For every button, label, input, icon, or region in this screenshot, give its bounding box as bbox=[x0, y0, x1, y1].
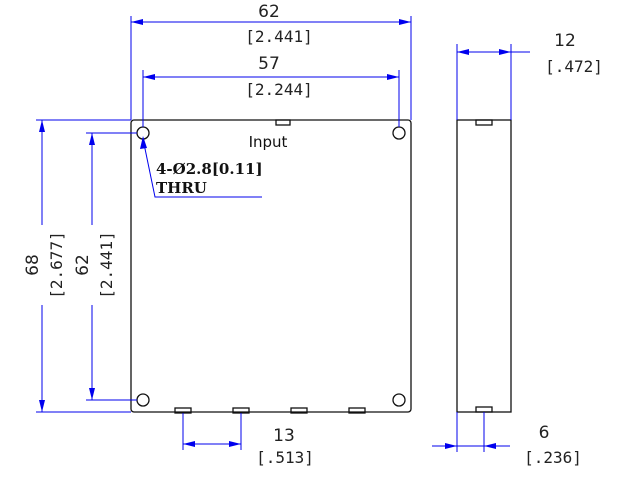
output-port-tab-4 bbox=[348, 407, 366, 414]
dim-height-total-value: 68 bbox=[23, 254, 43, 276]
dim-thickness-value: 12 bbox=[554, 31, 576, 51]
dim-width-holes-value: 57 bbox=[258, 54, 280, 74]
dim-thickness-inch: [.472] bbox=[545, 57, 603, 76]
side-view bbox=[456, 119, 512, 413]
front-body-outline bbox=[130, 119, 412, 413]
dim-port-pitch-inch: [.513] bbox=[256, 448, 314, 467]
hole-callout-thru: THRU bbox=[156, 179, 207, 197]
dim-width-total-value: 62 bbox=[258, 2, 280, 22]
dim-port-pitch: 13 [.513] bbox=[182, 413, 314, 467]
dim-port-offset: 6 [.236] bbox=[432, 412, 582, 467]
dim-width-total: 62 [2.441] bbox=[130, 2, 412, 120]
dim-height-holes: 62 [2.441] bbox=[73, 132, 137, 401]
dim-thickness: 12 [.472] bbox=[456, 31, 603, 120]
input-label: Input bbox=[249, 133, 288, 151]
hole-callout-size: 4-Ø2.8[0.11] bbox=[156, 160, 263, 178]
mounting-hole-bottom-left bbox=[136, 393, 150, 407]
dim-height-total-inch: [2.677] bbox=[47, 231, 66, 298]
output-port-tab-3 bbox=[290, 407, 308, 414]
input-port-tab bbox=[275, 119, 291, 126]
dim-height-holes-inch: [2.441] bbox=[97, 231, 116, 298]
side-top-port bbox=[475, 119, 493, 126]
dim-height-total: 68 [2.677] bbox=[23, 119, 131, 413]
dim-width-holes: 57 [2.244] bbox=[142, 54, 400, 127]
dim-port-offset-value: 6 bbox=[539, 423, 550, 443]
dim-port-offset-inch: [.236] bbox=[524, 448, 582, 467]
side-bottom-port bbox=[475, 406, 493, 413]
dim-height-holes-value: 62 bbox=[73, 254, 93, 276]
mounting-hole-top-right bbox=[392, 126, 406, 140]
dim-port-pitch-value: 13 bbox=[273, 426, 295, 446]
side-body-outline bbox=[456, 119, 512, 413]
hole-callout: 4-Ø2.8[0.11] THRU bbox=[140, 136, 263, 198]
dim-width-total-inch: [2.441] bbox=[245, 27, 312, 46]
mounting-hole-bottom-right bbox=[392, 393, 406, 407]
dim-width-holes-inch: [2.244] bbox=[245, 80, 312, 99]
